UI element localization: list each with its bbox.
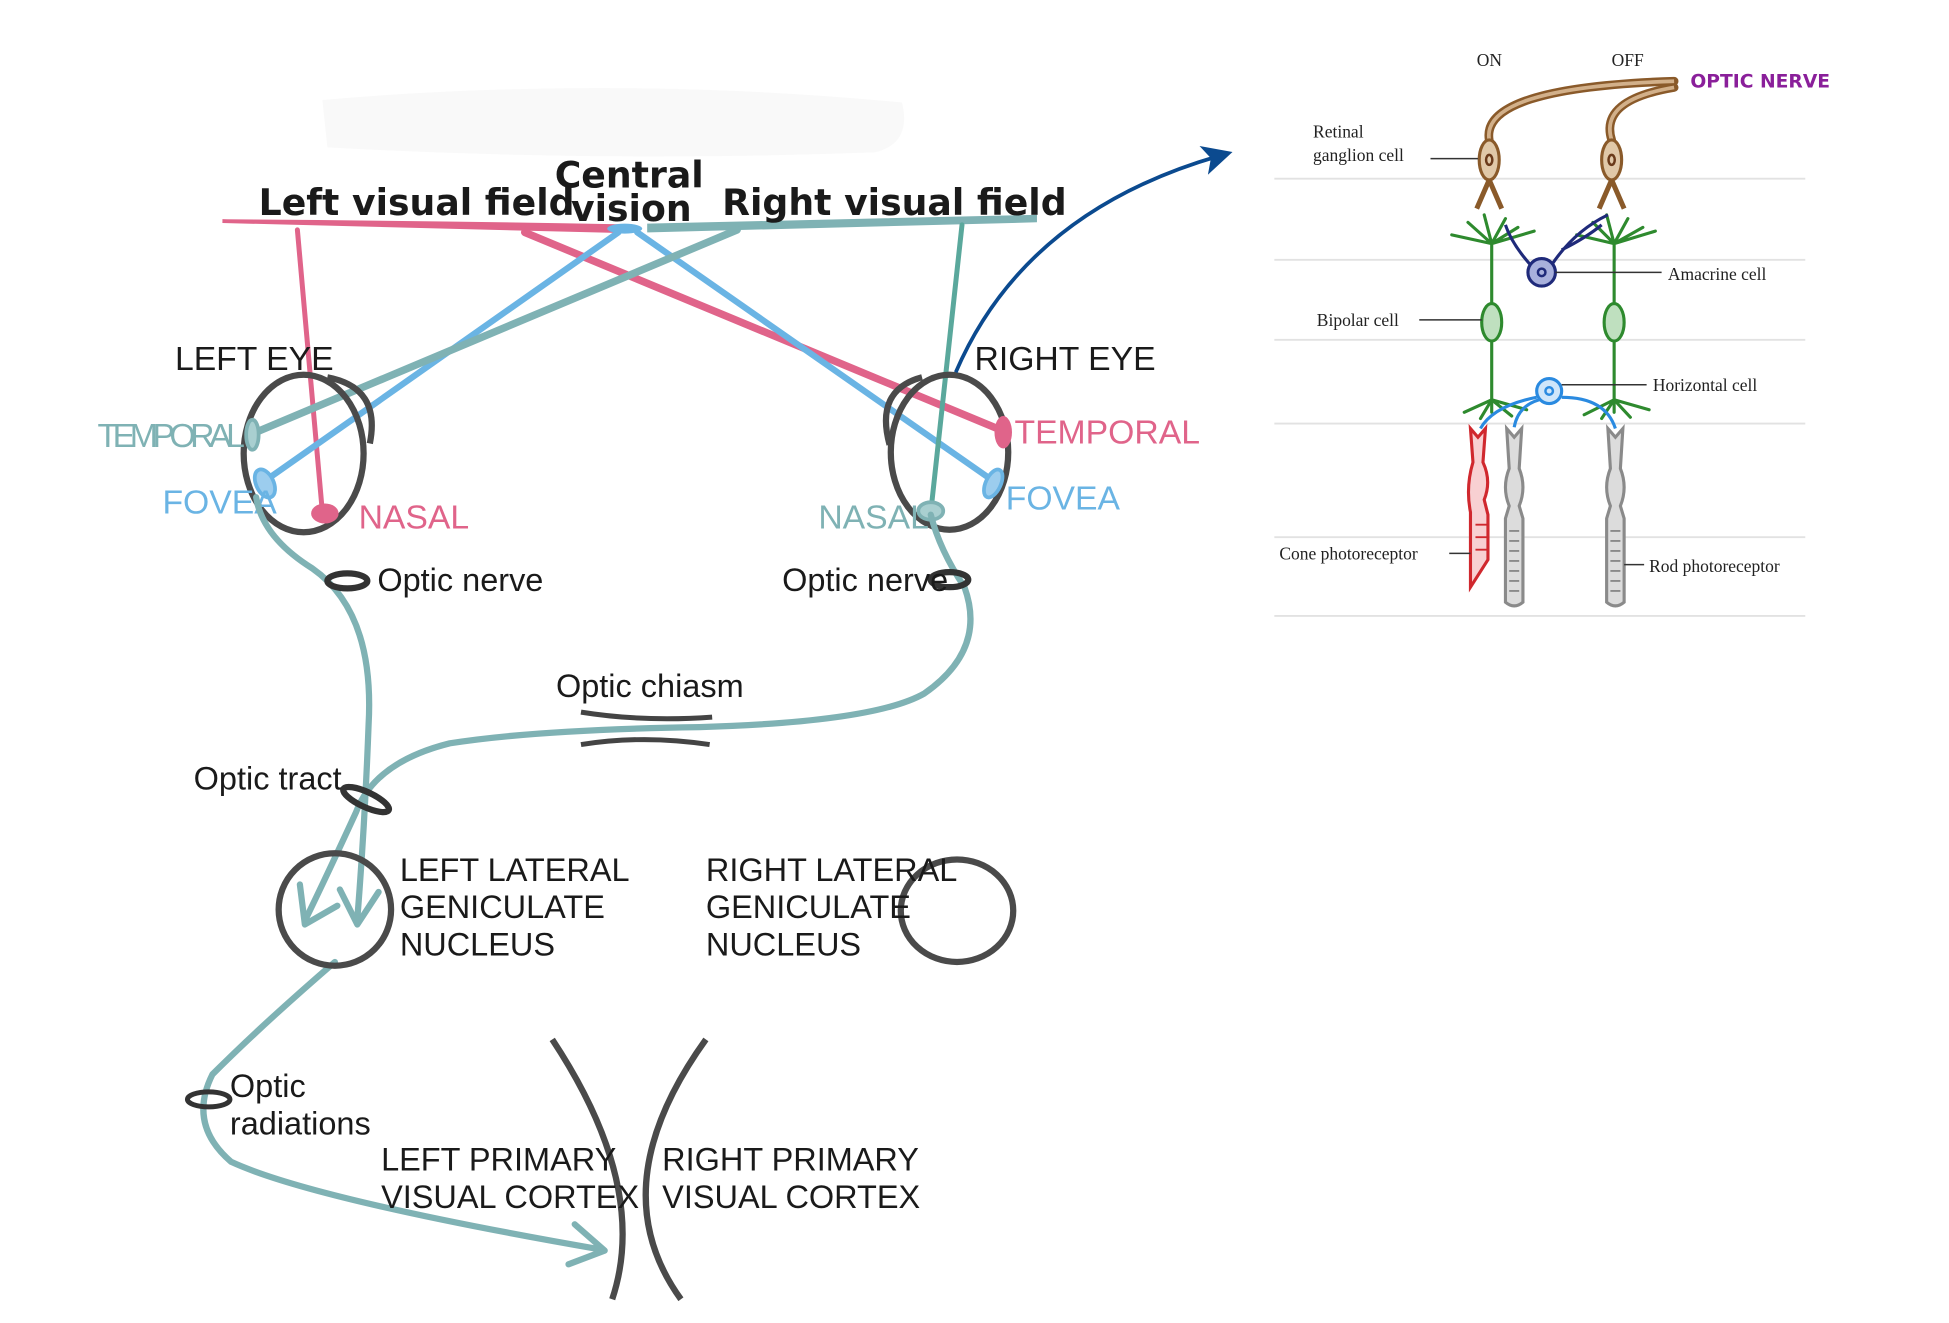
optic-radiations-ring xyxy=(184,1089,233,1110)
left-nasal-label: NASAL xyxy=(359,498,470,536)
left-fovea xyxy=(252,467,277,500)
off-label: OFF xyxy=(1612,50,1644,70)
right-cortex-label-2: VISUAL CORTEX xyxy=(662,1179,920,1215)
rod-photoreceptors xyxy=(1503,423,1626,608)
horizontal-cell xyxy=(1479,376,1617,430)
ganglion-cells xyxy=(1474,138,1627,210)
left-cortex-label-1: LEFT PRIMARY xyxy=(381,1142,616,1178)
optic-chiasm-label: Optic chiasm xyxy=(556,668,744,704)
right-lgn-circle xyxy=(897,856,1017,966)
left-lgn-label-1: LEFT LATERAL xyxy=(400,852,630,888)
optic-radiations-label-2: radiations xyxy=(230,1105,371,1141)
central-vision-label-1: Central xyxy=(555,153,704,196)
left-lgn-label-3: NUCLEUS xyxy=(400,927,555,963)
right-eye-title: RIGHT EYE xyxy=(975,340,1156,378)
chiasm-mark-top xyxy=(580,709,713,722)
ganglion-label-2: ganglion cell xyxy=(1313,145,1404,165)
projection-rays xyxy=(246,222,1007,515)
left-tract-arrowhead xyxy=(336,886,382,928)
left-lgn-label-2: GENICULATE xyxy=(400,889,605,925)
right-optic-nerve-label: Optic nerve xyxy=(782,562,948,598)
amacrine-label: Amacrine cell xyxy=(1668,264,1767,284)
left-nasal-retina xyxy=(311,503,339,524)
left-cortex-label-2: VISUAL CORTEX xyxy=(381,1179,639,1215)
right-cortex-label-1: RIGHT PRIMARY xyxy=(662,1142,919,1178)
optic-tract-label: Optic tract xyxy=(194,761,342,797)
amacrine-cell xyxy=(1503,213,1609,288)
chiasm-mark-bottom xyxy=(580,737,711,748)
right-nasal-label: NASAL xyxy=(818,498,929,536)
retina-inset: ON OFF OPTIC NERVE Retinal ganglion cell xyxy=(1274,50,1830,617)
right-visual-field-label: Right visual field xyxy=(722,181,1067,224)
horizontal-label: Horizontal cell xyxy=(1653,375,1758,395)
right-temporal-retina xyxy=(994,416,1012,449)
right-eye xyxy=(882,371,1012,533)
central-vision-label-2: vision xyxy=(571,187,692,230)
left-eye-title: LEFT EYE xyxy=(175,340,334,378)
right-optic-nerve-ring xyxy=(927,569,972,591)
left-visual-field-label: Left visual field xyxy=(259,181,575,224)
right-hemisphere-outline xyxy=(642,1037,709,1302)
optic-radiation-path xyxy=(200,958,603,1253)
left-eye xyxy=(240,371,375,536)
right-lgn-label-1: RIGHT LATERAL xyxy=(706,852,957,888)
left-temporal-retina xyxy=(244,417,261,452)
faint-smudge xyxy=(322,88,905,157)
bipolar-label: Bipolar cell xyxy=(1317,310,1399,330)
ganglion-label-1: Retinal xyxy=(1313,121,1364,141)
cortex-arrowhead xyxy=(565,1221,608,1268)
left-temporal-label: TEMPORAL xyxy=(97,417,244,455)
left-optic-nerve-ring xyxy=(324,570,371,592)
rod-label: Rod photoreceptor xyxy=(1649,556,1780,576)
left-optic-nerve-label: Optic nerve xyxy=(377,562,543,598)
optic-tract-ring xyxy=(340,783,393,816)
cone-photoreceptor xyxy=(1466,423,1490,593)
retina-callout-arrow xyxy=(954,145,1233,374)
cone-label: Cone photoreceptor xyxy=(1279,544,1418,564)
right-fovea xyxy=(982,467,1005,500)
left-lgn-circle xyxy=(275,850,395,969)
left-hemisphere-outline xyxy=(549,1037,626,1301)
optic-nerve-handwritten-label: OPTIC NERVE xyxy=(1690,71,1830,92)
right-temporal-label: TEMPORAL xyxy=(1014,413,1199,451)
right-lgn-label-3: NUCLEUS xyxy=(706,927,861,963)
right-tract-arrowhead xyxy=(296,881,341,928)
right-lgn-label-2: GENICULATE xyxy=(706,889,911,925)
left-optic-nerve-path xyxy=(253,494,373,922)
on-label: ON xyxy=(1477,50,1503,70)
right-fovea-label: FOVEA xyxy=(1006,480,1121,518)
optic-radiations-label-1: Optic xyxy=(230,1068,306,1104)
